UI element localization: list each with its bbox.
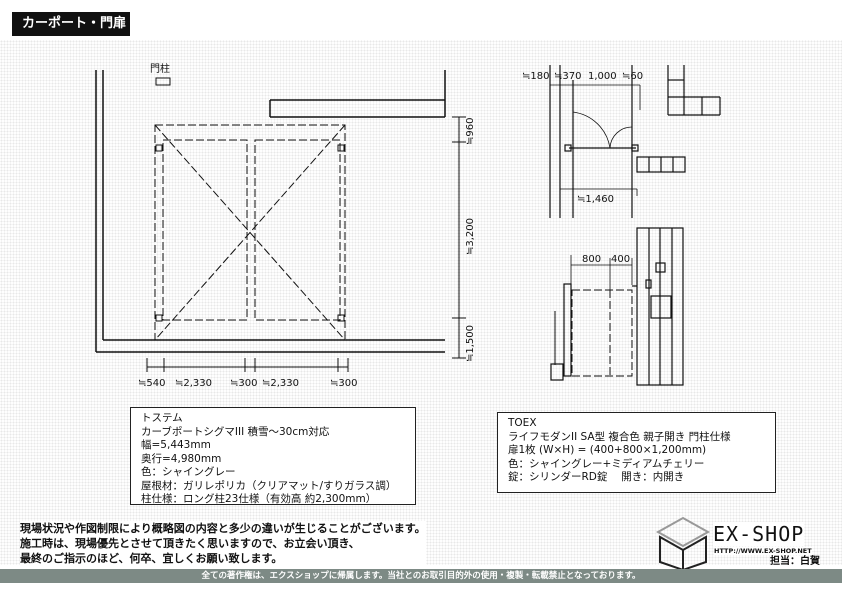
dim-label: ≒180 [522, 71, 549, 82]
post-label: 門柱 [150, 62, 170, 75]
site-plan [95, 70, 446, 353]
spec-line: 屋根材：ガリレポリカ（クリアマット/すりガラス調） [141, 479, 397, 492]
right-dimension [452, 116, 466, 359]
gate-plan [549, 65, 721, 218]
spec-line: カーブポートシグマIII 積雪～30cm対応 [141, 425, 330, 438]
dim-label: 400 [611, 254, 630, 265]
spec-line: 色：シャイングレー+ミディアムチェリー [508, 457, 705, 470]
brand-name: EX-SHOP [713, 522, 805, 546]
staff-name: 担当：白賀 [770, 556, 820, 568]
spec-line: トステム [141, 412, 183, 424]
spec-line: 奥行=4,980mm [141, 452, 222, 465]
brand-url: HTTP://WWW.EX-SHOP.NET [714, 547, 812, 555]
spec-line: 幅=5,443mm [141, 439, 211, 451]
page-title: カーポート・門扉 [12, 12, 130, 36]
bottom-dimension [146, 358, 349, 372]
spec-line: ライフモダンII SA型 複合色 親子開き 門柱仕様 [508, 430, 731, 443]
dim-label: ≒60 [622, 71, 643, 82]
dim-label: 800 [582, 254, 601, 265]
carport-posts [155, 144, 345, 322]
dim-label: ≒540 [138, 378, 165, 389]
dim-label: ≒3,200 [465, 218, 476, 255]
gate-elevation [550, 227, 684, 386]
dim-label: ≒370 [554, 71, 581, 82]
dim-label: ≒1,500 [465, 325, 476, 362]
dim-label: ≒2,330 [175, 378, 212, 389]
note-line: 現場状況や作図制限により概略図の内容と多少の違いが生じることがございます。 [20, 522, 426, 535]
spec-line: 錠：シリンダーRD錠 開き：内開き [508, 471, 685, 483]
dim-label: ≒300 [330, 378, 357, 389]
copyright-footer: 全ての著作権は、エクスショップに帰属します。当社とのお取引目的外の使用・複製・転… [0, 569, 842, 583]
dim-label: ≒300 [230, 378, 257, 389]
dim-label: ≒1,460 [577, 194, 614, 205]
spec-line: 柱仕様：ロング柱23仕様（有効高 約2,300mm） [141, 493, 377, 505]
dimension-labels: 門柱 ≒540 ≒2,330 ≒300 ≒2,330 ≒300 ≒960 ≒3,200 ≒1,5… [138, 62, 643, 389]
ex-shop-logo-icon [655, 516, 711, 572]
dim-label: ≒2,330 [262, 378, 299, 389]
gate-spec-box: TOEX ライフモダンII SA型 複合色 親子開き 門柱仕様 扉1枚 (W×H… [497, 412, 776, 493]
spec-line: 扉1枚 (W×H) = (400+800×1,200mm) [508, 444, 707, 456]
spec-line: TOEX [508, 417, 537, 429]
construction-notes: 現場状況や作図制限により概略図の内容と多少の違いが生じることがございます。 施工… [20, 521, 426, 566]
dim-label: 1,000 [588, 71, 617, 82]
note-line: 施工時は、現場優先とさせて頂きたく思いますので、お立会い頂き、 [20, 537, 360, 550]
carport-spec-box: トステム カーブポートシグマIII 積雪～30cm対応 幅=5,443mm 奥行… [130, 407, 416, 505]
spec-line: 色：シャイングレー [141, 466, 236, 478]
note-line: 最終のご指示のほど、何卒、宜しくお願い致します。 [20, 552, 283, 565]
dim-label: ≒960 [465, 118, 476, 145]
carport-outline [154, 124, 346, 341]
